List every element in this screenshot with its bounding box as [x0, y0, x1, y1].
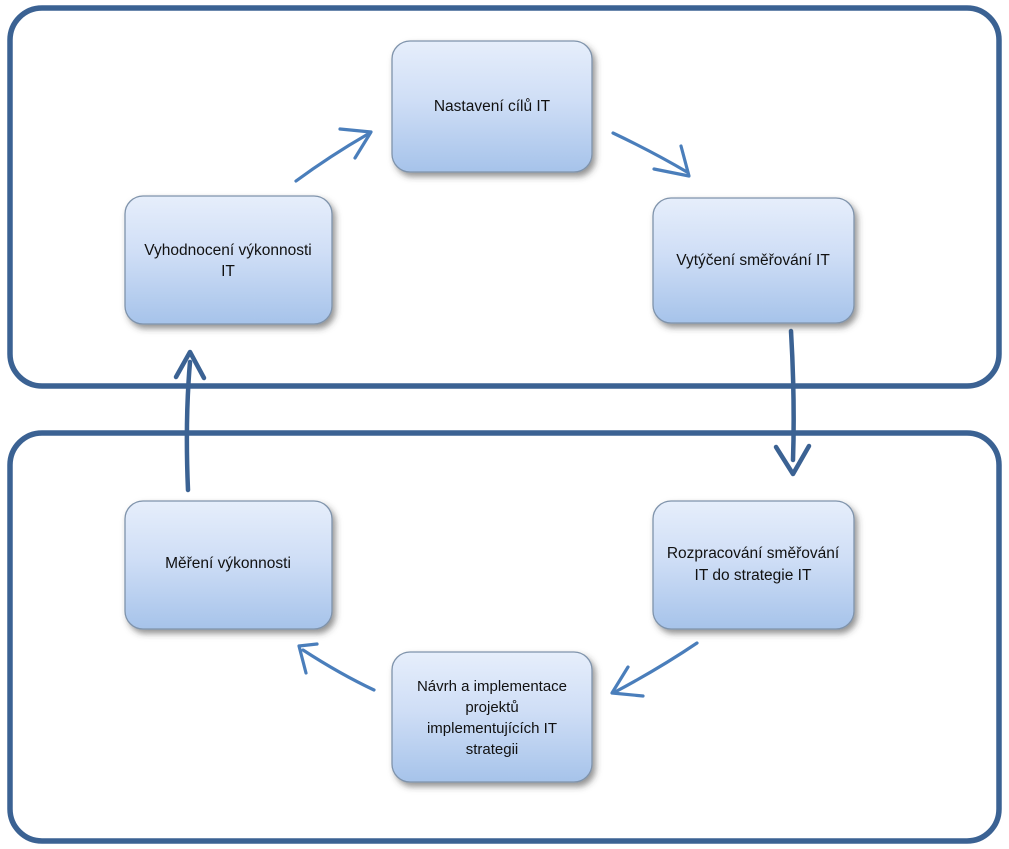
node-label-line-2: projektů — [465, 699, 518, 716]
node-navrh-a-implementace-projektu[interactable]: Návrh a implementace projektů implementu… — [391, 651, 593, 783]
node-nastaveni-cilu-it[interactable]: Nastavení cílů IT — [391, 40, 593, 173]
container-group — [7, 5, 1002, 844]
node-shape — [391, 40, 593, 173]
node-shape — [124, 195, 333, 325]
node-label-line-1: Návrh a implementace — [417, 678, 567, 695]
arrow-mereni-to-vyhodnoceni — [173, 349, 207, 493]
node-label-line-4: strategii — [466, 741, 519, 758]
node-label: Vytýčení směřování IT — [676, 252, 830, 269]
arrow-vyhodnoceni-to-nastaveni — [294, 127, 373, 183]
node-shape — [652, 197, 855, 324]
node-label-line-3: implementujících IT — [427, 720, 557, 737]
node-label-line-1: Rozpracování směřování — [667, 545, 840, 562]
arrowhead-up-left-icon — [297, 642, 319, 675]
node-label-line-2: IT — [221, 263, 235, 280]
node-mereni-vykonnosti[interactable]: Měření výkonnosti — [124, 500, 333, 630]
arrow-nastaveni-to-vytyceni — [611, 131, 691, 178]
node-vytyceni-smerovani-it[interactable]: Vytýčení směřování IT — [652, 197, 855, 324]
node-label-line-2: IT do strategie IT — [695, 567, 812, 584]
node-rozpracovani-smerovani-it[interactable]: Rozpracování směřování IT do strategie I… — [652, 500, 855, 630]
node-label-line-1: Vyhodnocení výkonnosti — [144, 242, 311, 259]
arrowhead-down-icon — [773, 443, 812, 477]
node-shape — [124, 500, 333, 630]
arrow-vytyceni-to-rozpracovani — [773, 328, 812, 477]
arrow-rozpracovani-to-navrh — [610, 641, 699, 698]
curved-arrow-group — [294, 127, 699, 698]
bottom-container — [7, 430, 1002, 844]
arrowhead-up-right-icon — [338, 127, 373, 160]
node-vyhodnoceni-vykonnosti-it[interactable]: Vyhodnocení výkonnosti IT — [124, 195, 333, 325]
node-group: Nastavení cílů IT Vytýčení směřování IT … — [124, 40, 855, 783]
arrowhead-down-right-icon — [652, 144, 691, 178]
top-container — [7, 5, 1002, 389]
node-label: Měření výkonnosti — [165, 555, 291, 572]
node-label: Nastavení cílů IT — [434, 98, 551, 115]
arrow-navrh-to-mereni — [297, 642, 376, 692]
thick-arrow-group — [173, 328, 812, 493]
node-shape — [391, 651, 593, 783]
node-shape — [652, 500, 855, 630]
arrowhead-up-icon — [173, 349, 207, 381]
arrowhead-down-left-icon — [610, 665, 645, 698]
